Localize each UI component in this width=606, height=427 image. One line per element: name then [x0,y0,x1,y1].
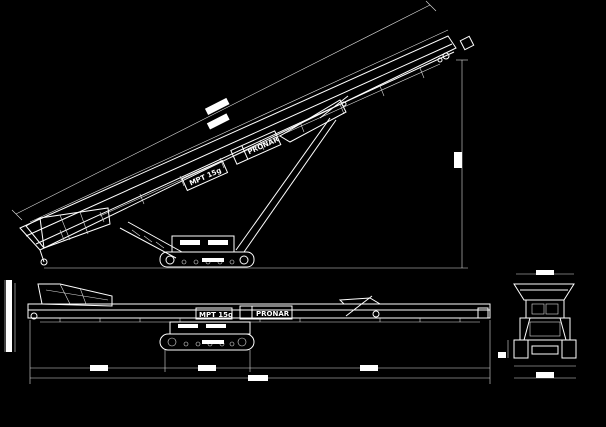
end-width-label-top [536,270,554,275]
brand-label: PRONAR [247,135,281,156]
height-label-box [454,152,462,168]
feed-hopper [25,207,111,249]
end-undercarriage [519,317,571,341]
dim-label-2 [198,365,216,371]
model-badge: MPT 15g [181,159,229,192]
end-hopper [513,283,575,301]
transport-frame [27,303,491,319]
dim-label-1 [90,365,108,371]
height-label-box-left [6,280,12,352]
belt-length-dimension-line [29,29,449,223]
dim-label-3 [360,365,378,371]
end-track-right [561,339,577,359]
lift-arm [119,227,177,259]
brand-logo: PRONAR [230,130,282,165]
dim-label-total [248,375,268,381]
transport-head-drum [477,307,489,319]
strut-bracket [279,99,347,143]
conveyor-frame [19,35,457,251]
inclined-conveyor-view: MPT 15g PRONAR [11,0,475,269]
transport-hopper [37,283,113,307]
head-drum [459,35,475,51]
overall-length-dimension-line [15,4,431,215]
transport-brand-label: PRONAR [256,310,290,318]
transport-model-badge [195,307,233,320]
support-strut [235,117,331,251]
dimension-label-box [204,97,230,116]
end-track-left [513,339,529,359]
crawler-track [159,251,255,268]
dimension-label-box [206,113,230,130]
end-view [498,270,577,379]
end-height-label [498,352,506,358]
transport-model-label: MPT 15g [199,311,233,319]
end-width-label-bottom [536,372,554,378]
transport-conveyor-view: MPT 15g PRONAR [4,280,491,384]
transport-brand-logo [239,305,293,320]
transport-crawler-track [159,333,255,351]
